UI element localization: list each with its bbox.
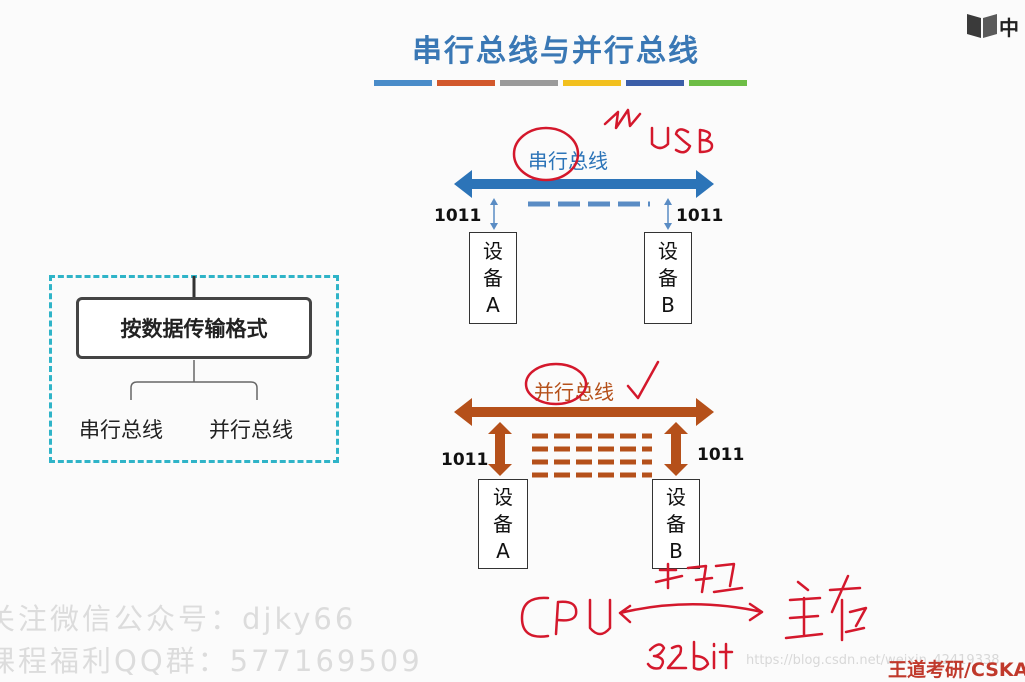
serial-device-a: 设 备 A [469, 232, 517, 324]
footer-brand: 王道考研/CSKA [888, 659, 1025, 681]
slide-title: 串行总线与并行总线 [412, 34, 700, 69]
parallel-bus-arrow [454, 398, 714, 426]
concept-child-parallel: 并行总线 [209, 418, 293, 442]
watermark-line2: 课程福利QQ群：577169509 [0, 644, 423, 678]
serial-bus-arrow [454, 170, 714, 198]
serial-bus-diagram [454, 170, 714, 230]
annotation-main-memory [784, 574, 868, 642]
parallel-bits-left: 1011 [441, 450, 489, 470]
serial-bits-left: 1011 [434, 206, 482, 226]
title-colorbar-1 [374, 80, 432, 86]
concept-root: 按数据传输格式 [76, 297, 312, 359]
annotation-bidirectional-arrow [618, 602, 764, 624]
source-url: https://blog.csdn.net/weixin_42419338 [746, 653, 1000, 668]
serial-bus-label: 串行总线 [528, 149, 608, 173]
annotation-usb [650, 126, 714, 154]
annotation-32bit [646, 640, 734, 671]
annotation-data-word [654, 562, 744, 594]
parallel-device-a: 设 备 A [478, 479, 528, 569]
annotation-circle-serial [512, 126, 580, 182]
annotation-scribble [603, 108, 642, 130]
parallel-link-a [488, 422, 512, 476]
book-logo: 中 [965, 8, 1025, 42]
concept-tree-lines [130, 276, 258, 400]
annotation-cpu [520, 596, 612, 638]
book-logo-icon [967, 14, 997, 38]
serial-bits-right: 1011 [676, 206, 724, 226]
parallel-bits-right: 1011 [697, 445, 745, 465]
annotation-circle-parallel [524, 362, 588, 406]
parallel-bus-diagram [454, 398, 714, 478]
watermark-line1: 关注微信公众号：djky66 [0, 602, 357, 636]
concept-child-serial: 串行总线 [79, 418, 163, 442]
parallel-device-b: 设 备 B [652, 479, 700, 569]
title-colorbar-6 [689, 80, 747, 86]
serial-device-b: 设 备 B [644, 232, 692, 324]
title-colorbar-4 [563, 80, 621, 86]
parallel-data-lines [532, 433, 652, 478]
parallel-link-b [664, 422, 688, 476]
title-colorbar-3 [500, 80, 558, 86]
title-colorbar-2 [437, 80, 495, 86]
title-colorbar-5 [626, 80, 684, 86]
logo-text: 中 [999, 16, 1019, 40]
annotation-checkmark [626, 360, 660, 400]
